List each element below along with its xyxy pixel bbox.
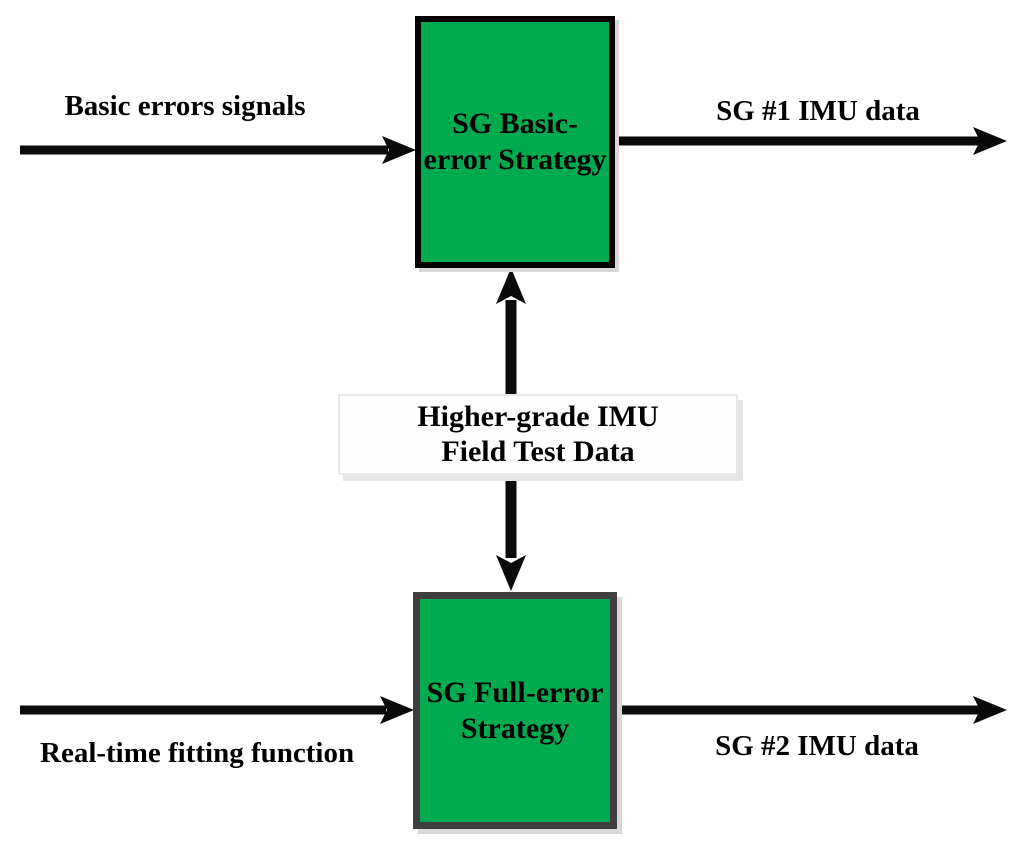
- box-field-line1: Higher-grade IMU: [417, 400, 659, 433]
- box-sg-full-line1: SG Full-error: [426, 675, 604, 709]
- box-field-line2: Field Test Data: [441, 434, 635, 468]
- label-sg2-imu-data: SG #2 IMU data: [715, 730, 919, 762]
- label-basic-errors-signals: Basic errors signals: [64, 90, 306, 122]
- label-sg1-imu-data: SG #1 IMU data: [716, 95, 920, 127]
- arrow-field-to-basic: [496, 268, 526, 398]
- arrow-sg2-out: [615, 696, 1007, 724]
- label-real-time-fitting-function: Real-time fitting function: [40, 737, 355, 769]
- box-sg-full-line2: Strategy: [460, 711, 570, 745]
- box-higher-grade-imu-field-test-data: Higher-grade IMU Field Test Data: [338, 394, 738, 475]
- arrow-realtime-in: [20, 696, 414, 724]
- arrow-basic-errors-in: [20, 136, 416, 164]
- box-sg-basic-line2: error Strategy: [423, 143, 607, 176]
- box-sg-basic-error-strategy: SG Basic- error Strategy: [415, 16, 615, 268]
- arrow-sg1-out: [614, 127, 1007, 155]
- box-sg-basic-line1: SG Basic-: [452, 107, 578, 140]
- arrow-field-to-full: [496, 472, 526, 591]
- box-sg-full-error-strategy: SG Full-error Strategy: [413, 592, 617, 829]
